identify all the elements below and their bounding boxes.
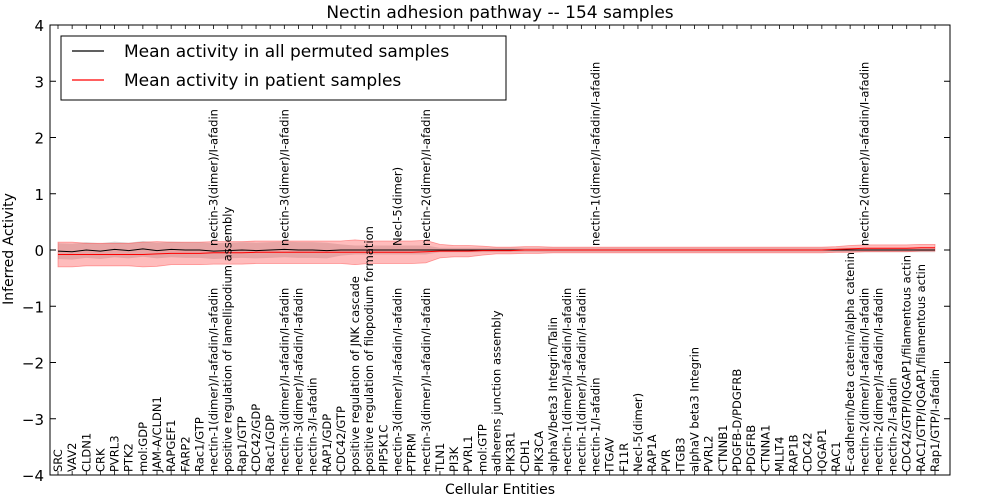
legend-label: Mean activity in patient samples [124,71,401,91]
x-tick-label: nectin-1(dimer)/I-afadin/I-afadin [574,288,588,472]
x-tick-label: nectin-3(dimer)/I-afadin/I-afadin [292,288,306,472]
x-tick-label: SRC [51,449,65,472]
y-tick-label: 1 [34,186,44,204]
x-tick-label: CTNNB1 [716,425,730,472]
x-tick-label-upper: nectin-2(dimer)/I-afadin [419,109,433,246]
series-2-line [58,247,935,255]
x-tick-label: PTPRM [405,433,419,472]
x-tick-label: nectin-2(dimer)/I-afadin/I-afadin [857,288,871,472]
x-tick-label-upper: Necl-5(dimer) [391,167,405,246]
x-tick-label: nectin-3(dimer)/I-afadin/I-afadin [391,288,405,472]
x-tick-label: ITGAV [603,438,617,472]
x-tick-label: nectin-2/I-afadin [886,378,900,473]
y-tick-label: 0 [34,242,44,260]
y-tick-label: 3 [34,73,44,91]
x-tick-label: RAC1/GTP/IQGAP1/filamentous actin [914,264,928,472]
series-2-band [57,239,936,268]
x-tick-label: positive regulation of filopodium format… [362,226,376,472]
axis-ticks [50,24,950,476]
x-tick-label: PIK3CA [532,431,546,472]
x-tick-label: RAP1B [787,434,801,472]
x-tick-label: PVRL2 [702,435,716,472]
x-tick-label: PDGFRB [744,425,758,472]
y-tick-label: −2 [22,355,44,373]
x-tick-label: nectin-1(dimer)/I-afadin/I-afadin [560,288,574,472]
x-tick-label: PVRL3 [108,435,122,472]
x-tick-label: CDC42 [801,432,815,472]
x-tick-label: VAV2 [65,443,79,472]
x-tick-label: MLLT4 [772,437,786,473]
x-tick-label-upper: nectin-3(dimer)/I-afadin [207,109,221,246]
x-tick-label: mol:GDP [136,422,150,472]
x-tick-label: CDC42/GTP [334,406,348,472]
x-tick-label: RAPGEF1 [164,420,178,472]
legend-label: Mean activity in all permuted samples [124,42,449,62]
x-tick-label: PTK2 [122,443,136,472]
x-tick-label: CTNNA1 [758,425,772,472]
x-tick-label: PVR [659,449,673,472]
x-tick-label: CDH1 [518,439,532,472]
legend-box [60,35,507,101]
x-tick-label: PIP5K1C [376,425,390,472]
x-tick-label: Rac1/GDP [263,415,277,472]
x-tick-label: positive regulation of JNK cascade [348,276,362,472]
x-tick-label: mol:GTP [475,424,489,472]
x-tick-label-upper: nectin-3(dimer)/I-afadin [277,109,291,246]
x-tick-label-upper: nectin-1(dimer)/I-afadin/I-afadin [589,62,603,246]
x-tick-label: Rap1/GTP/I-afadin [928,369,942,472]
x-tick-label: nectin-1/I-afadin [589,378,603,473]
chart-title: Nectin adhesion pathway -- 154 samples [326,3,673,23]
y-tick-label: −4 [22,467,44,485]
x-tick-label: F11R [617,443,631,472]
legend: Mean activity in all permuted samplesMea… [60,35,507,101]
x-tick-label: CDC42/GTP/IQGAP1/filamentous actin [900,255,914,472]
x-tick-label: CDC42/GDP [249,404,263,472]
x-axis-label: Cellular Entities [445,482,555,498]
x-tick-label-upper: nectin-2(dimer)/I-afadin/I-afadin [857,62,871,246]
y-tick-labels: −4 −3 −2 −1 0 1 2 3 4 [22,17,44,485]
x-tick-label: nectin-3(dimer)/I-afadin/I-afadin [419,288,433,472]
x-tick-label: PIK3R1 [504,432,518,473]
y-tick-label: 2 [34,130,44,148]
x-tick-label: Rap1/GTP [235,416,249,472]
x-tick-label: PVRL1 [461,435,475,472]
x-tick-label: PDGFB-D/PDGFRB [730,369,744,472]
x-tick-label: E-cadherin/beta catenin/alpha catenin [843,252,857,472]
x-tick-label: JAM-A/CLDN1 [150,396,164,473]
x-tick-label: Rac1/GTP [193,417,207,472]
y-tick-label: −3 [22,411,44,429]
series-lines [57,247,935,255]
x-tick-label: alphaV/beta3 Integrin/Talin [546,317,560,472]
x-tick-label: PI3K [447,446,461,472]
x-tick-label: IQGAP1 [815,429,829,472]
x-tick-label: CLDN1 [79,433,93,472]
x-tick-label: RAC1 [829,441,843,472]
x-tick-label: ITGB3 [673,437,687,472]
x-tick-label: adherens junction assembly [490,310,504,472]
y-axis-label: Inferred Activity [1,193,17,305]
x-tick-label: RAP1A [645,434,659,472]
y-tick-label: 4 [34,17,44,35]
x-tick-label: TLN1 [433,443,447,473]
x-tick-label: nectin-1(dimer)/I-afadin/I-afadin [207,288,221,472]
x-tick-label: alphaV beta3 Integrin [688,347,702,472]
x-tick-label: nectin-2(dimer)/I-afadin/I-afadin [871,288,885,472]
x-tick-label: CRK [93,448,107,472]
x-tick-label: nectin-3/I-afadin [306,378,320,473]
x-tick-label: positive regulation of lamellipodium ass… [221,207,235,472]
x-tick-label: RAP1/GDP [320,414,334,472]
x-tick-label: Necl-5(dimer) [631,393,645,472]
x-tick-label: nectin-3(dimer)/I-afadin/I-afadin [277,288,291,472]
y-tick-label: −1 [22,298,44,316]
x-tick-label: FARP2 [178,436,192,472]
